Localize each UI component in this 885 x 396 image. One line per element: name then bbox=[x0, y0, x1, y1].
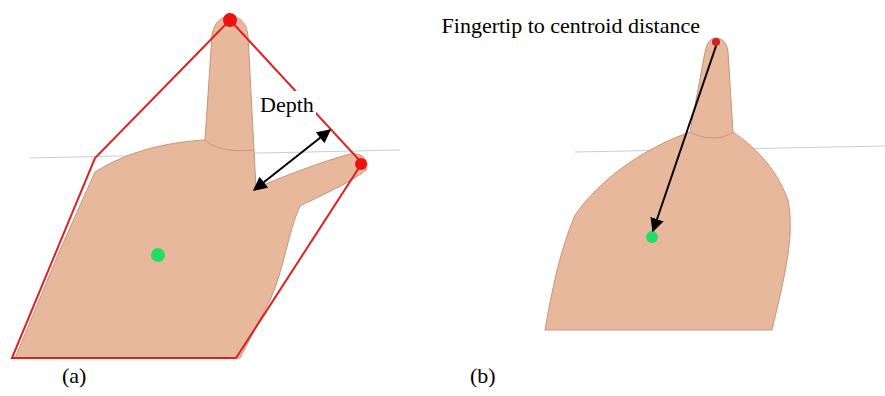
hand-photo bbox=[15, 16, 367, 358]
fingertip-dot bbox=[712, 38, 720, 46]
annotation-label: Fingertip to centroid distance bbox=[440, 12, 700, 40]
convex-hull bbox=[12, 20, 362, 358]
fingertip-dot bbox=[355, 158, 367, 170]
dimension-label: Depth bbox=[258, 91, 316, 119]
knuckle-line bbox=[690, 132, 733, 138]
panel-label: (a) bbox=[62, 362, 86, 390]
centroid-dot bbox=[646, 231, 658, 243]
hand-photo bbox=[545, 38, 790, 330]
fingertip-dot bbox=[223, 13, 237, 27]
depth-arrow bbox=[254, 130, 330, 190]
distance-arrow bbox=[653, 46, 716, 231]
centroid-dot bbox=[151, 248, 165, 262]
panel-label: (b) bbox=[470, 362, 496, 390]
knuckle-line bbox=[205, 140, 254, 151]
